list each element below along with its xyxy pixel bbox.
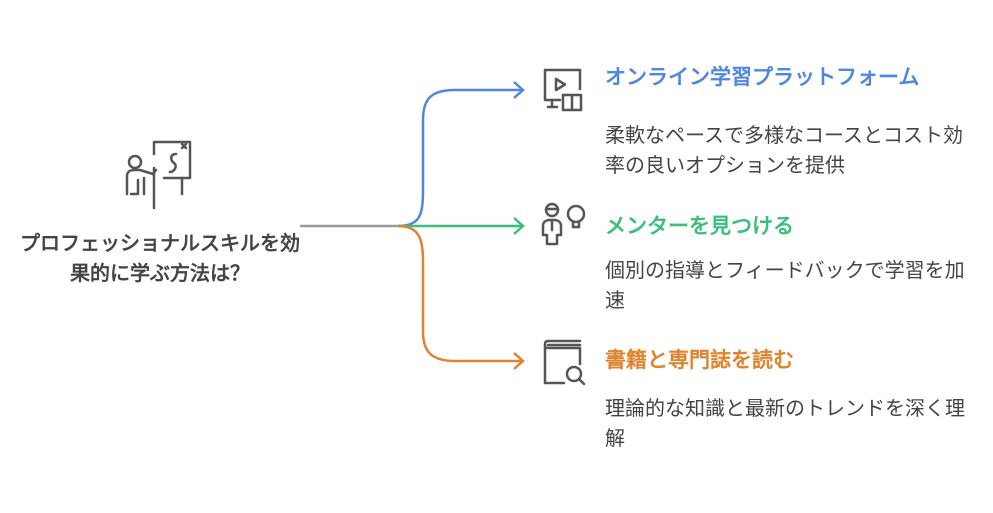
book-search-icon — [543, 339, 586, 386]
branch-title-online: オンライン学習プラットフォーム — [605, 65, 920, 89]
arrow-books — [513, 352, 525, 370]
presenter-whiteboard-icon — [125, 140, 192, 210]
arrow-mentor — [513, 217, 525, 235]
branch-title-mentor: メンターを見つける — [605, 214, 794, 238]
mentor-lightbulb-icon — [541, 202, 586, 246]
branch-desc-books: 理論的な知識と最新のトレンドを深く理解 — [605, 396, 965, 450]
arrow-online — [513, 81, 525, 99]
connector-books — [397, 224, 522, 363]
branch-title-books: 書籍と専門誌を読む — [605, 348, 794, 372]
monitor-video-book-icon — [543, 68, 583, 112]
root-question: プロフェッショナルスキルを効果的に学ぶ方法は？ — [20, 231, 300, 285]
connector-online — [397, 88, 522, 228]
branch-desc-mentor: 個別の指導とフィードバックで学習を加速 — [605, 258, 965, 312]
branch-desc-online: 柔軟なペースで多様なコースとコスト効率の良いオプションを提供 — [605, 123, 963, 177]
